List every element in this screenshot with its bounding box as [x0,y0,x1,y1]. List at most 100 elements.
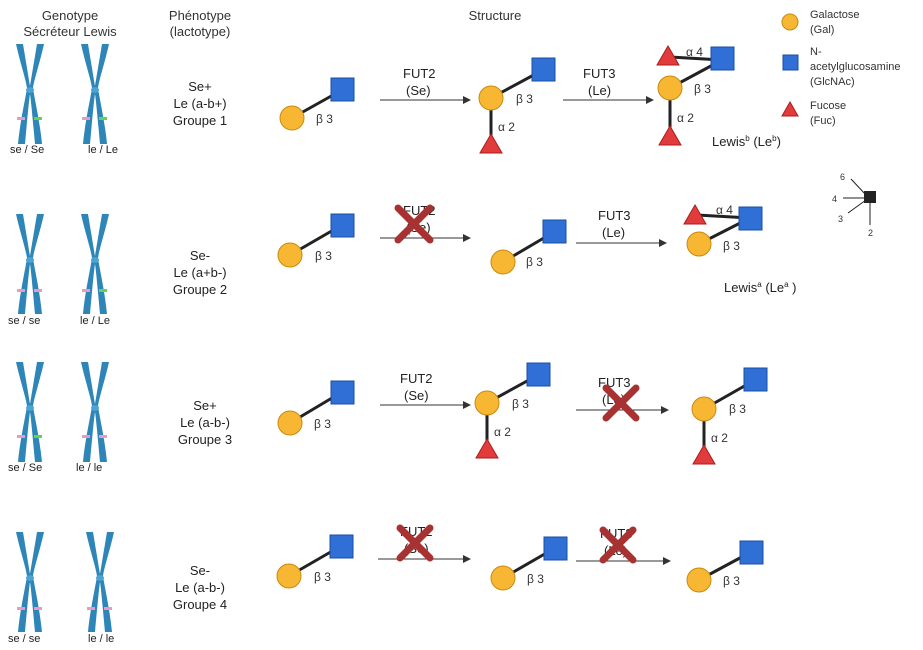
galactose-symbol [279,105,305,131]
fut2-arrow-row2-blocked: FUT2 (Se) [380,203,471,244]
position-6-label: 6 [840,172,845,182]
secreteur-lewis-title: Sécréteur Lewis [23,24,117,39]
galactose-symbol [657,75,683,101]
genotype-row4-right: le / le [88,633,115,645]
fut3-label: FUT3 [598,208,631,223]
beta3-label: β 3 [516,92,533,106]
secretor-status: Se- [189,563,211,578]
fut3-label: FUT3 [583,66,616,81]
galactose-symbol [686,231,712,257]
fut3-arrow-row1: FUT3 (Le) [563,66,654,104]
secretor-status: Se- [189,248,211,263]
fut2-label: FUT2 [403,66,436,81]
lewis-b-base: Lewis [712,134,746,149]
beta3-label: β 3 [723,574,740,588]
fut3-arrow-row3-blocked: FUT3 (Le) [576,375,669,422]
chromosome-row1-right [81,44,109,144]
fut3-arrow-row4-blocked: FUT3 (Le) [576,526,671,565]
legend-glcnac-icon [782,54,799,71]
fucose-symbol [656,45,680,66]
glcnac-symbol [330,77,355,102]
fut2-label: FUT2 [400,371,433,386]
lewis-a-base: Lewis [724,280,758,295]
linkage-position-key: 6 4 3 2 [832,172,876,238]
beta3-label: β 3 [694,82,711,96]
phenotype-row2: Se- Le (a+b-) Groupe 2 [145,247,255,298]
lewis-b-paren: (Le [750,134,772,149]
alpha2-label: α 2 [494,425,511,439]
galactose-symbol [490,565,516,591]
beta3-label: β 3 [723,239,740,253]
fut2-arrow-row4-blocked: FUT2 (Se) [378,524,471,563]
structure-row4-precursor: β 3 [276,534,354,589]
glcnac-symbol [739,540,764,565]
galactose-symbol [277,410,303,436]
legend-galactose-abbr: (Gal) [810,24,835,36]
structure-header: Structure [468,8,522,23]
chromosome-row3-right [81,362,109,462]
legend-fucose-text: Fucose [810,100,847,112]
lewis-b-label: Lewisb (Leb) [712,134,781,149]
alpha4-label: α 4 [716,203,733,217]
galactose-symbol [277,242,303,268]
genotype-row3-left: se / Se [8,462,43,474]
legend-galactose-text: Galactose [810,9,860,21]
phenotype-title: Phénotype [168,8,232,23]
legend-glcnac-text-2: acetylglucosamine [810,61,901,73]
glcnac-symbol [531,57,556,82]
legend-fucose-label: Fucose (Fuc) [810,99,846,129]
group-label: Groupe 4 [172,597,228,612]
position-2-label: 2 [868,228,873,238]
structure-row4-unchanged-2: β 3 [686,540,764,593]
galactose-symbol [490,249,516,275]
fut2-arrow-row3: FUT2 (Se) [380,371,471,409]
genotype-title: Genotype [41,8,99,23]
fucose-symbol [479,133,503,154]
secretor-status: Se+ [193,398,217,413]
beta3-label: β 3 [314,570,331,584]
chromosome-row4-left [16,532,44,632]
lewis-a-paren-sup: a [784,280,789,289]
galactose-symbol [478,85,504,111]
genotype-row4-left: se / se [8,633,41,645]
glcnac-symbol [330,380,355,405]
position-4-label: 4 [832,194,837,204]
alpha2-label: α 2 [711,431,728,445]
lewis-status: Le (a-b+) [173,96,227,111]
se-gene-label: (Se) [404,388,429,403]
structure-row1-lewis-b: α 4 β 3 α 2 [656,45,735,146]
blocked-cross-icon [394,204,434,244]
glcnac-symbol [329,534,354,559]
galactose-symbol [474,390,500,416]
le-gene-label: (Le) [602,225,625,240]
position-3-label: 3 [838,214,843,224]
phenotype-header: Phénotype (lactotype) [150,8,250,40]
beta3-label: β 3 [314,417,331,431]
group-label: Groupe 2 [172,282,228,297]
genotype-row2-right: le / Le [80,315,110,327]
genotype-row1-left: se / Se [10,144,45,156]
lewis-status: Le (a-b-) [180,415,230,430]
lewis-status: Le (a-b-) [175,580,225,595]
galactose-symbol [691,396,717,422]
lewis-status: Le (a+b-) [173,265,227,280]
structure-row2-lewis-a: α 4 β 3 [683,203,763,257]
glcnac-symbol [543,536,568,561]
structure-row3-h-antigen: β 3 α 2 [474,362,551,459]
phenotype-row1: Se+ Le (a-b+) Groupe 1 [145,78,255,129]
legend-galactose-label: Galactose (Gal) [810,8,860,38]
lewis-b-paren-close: ) [777,134,781,149]
group-label: Groupe 1 [172,113,228,128]
se-gene-label: (Se) [406,83,431,98]
genotype-row2-left: se / se [8,315,41,327]
structure-row1-h-antigen: β 3 α 2 [478,57,556,154]
glcnac-key-icon [864,191,876,203]
legend-glcnac-text-1: N- [810,46,822,58]
beta3-label: β 3 [316,112,333,126]
beta3-label: β 3 [526,255,543,269]
glcnac-symbol [710,46,735,71]
glcnac-symbol [743,367,768,392]
chromosome-row4-right [86,532,114,632]
fut2-arrow-row1: FUT2 (Se) [380,66,471,104]
